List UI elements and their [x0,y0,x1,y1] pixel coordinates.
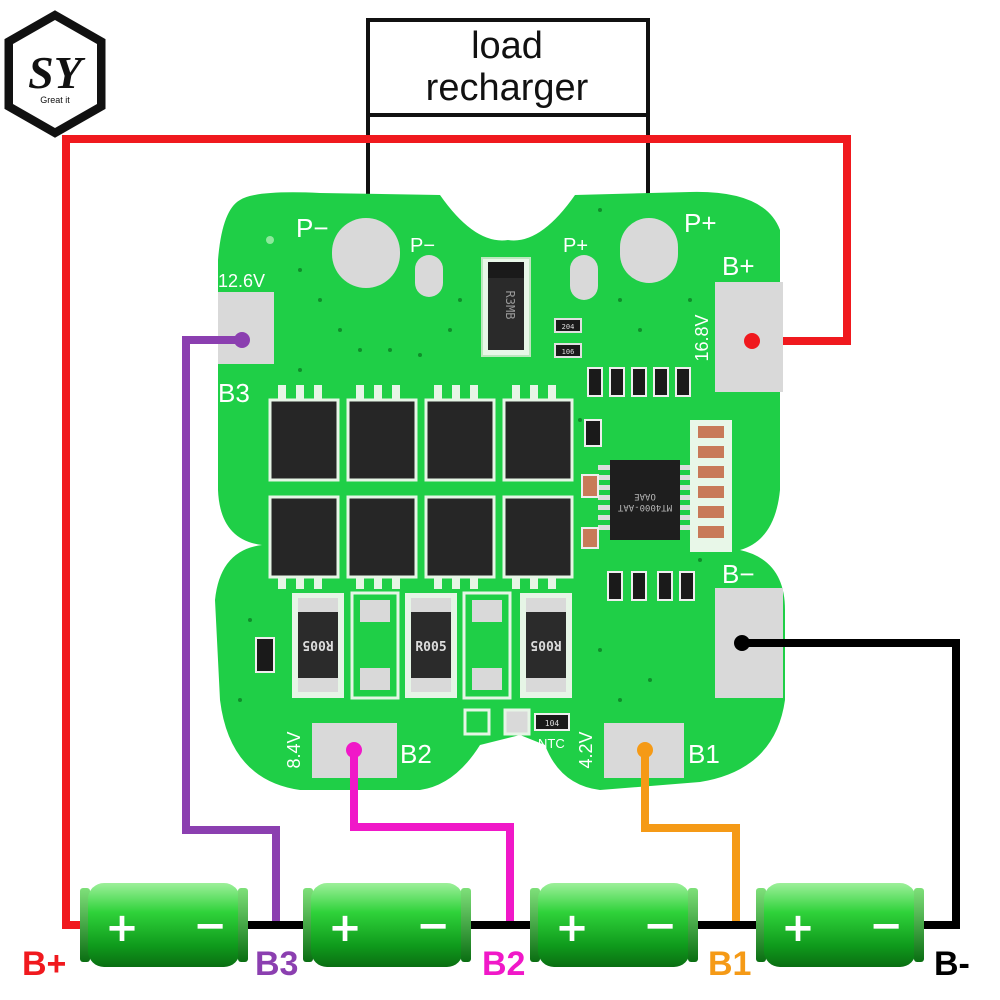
ic-marking-line1: MT4000-AAT [617,502,672,512]
smd-resistor-row [584,367,691,447]
mosfet-array [268,398,574,579]
voltage-label-b-plus: 16.8V [692,314,712,361]
load-label: load [471,25,543,67]
svg-text:+: + [555,905,589,951]
svg-text:104: 104 [545,719,560,728]
voltage-label-b2: 8.4V [284,731,304,768]
shunt-resistors: R005 R005 R005 [292,591,572,700]
protection-ic: MT4000-AAT OAAE [598,460,692,540]
svg-text:+: + [781,905,815,951]
wire-b3 [182,336,280,925]
brand-logo: SY Great it [4,10,106,138]
svg-text:−: − [869,903,903,949]
ntc-thermistor: 104 NTC [534,713,570,751]
capacitor-column [581,420,732,552]
pad-label-p-minus: P− [296,213,329,243]
svg-text:−: − [643,903,677,949]
smd-106: 106 [554,343,582,358]
pad-label-b2: B2 [400,739,432,769]
terminal-label-b2: B2 [482,945,525,983]
svg-text:−: − [416,903,450,949]
wire-b-plus [62,135,851,925]
pad-label-p-plus: P+ [684,208,717,238]
svg-text:204: 204 [562,323,575,331]
pad-label-b-plus: B+ [722,251,755,281]
shunt-r2-marking: R005 [415,640,446,655]
logo-letters: SY [28,47,86,98]
pad-label-b1: B1 [688,739,720,769]
ntc-label: NTC [538,736,565,751]
svg-text:−: − [193,903,227,949]
pad-label-p-minus-small: P− [410,235,435,257]
wire-b1 [641,750,740,925]
recharger-label: recharger [426,67,589,109]
shunt-r1-marking: R005 [302,637,333,652]
shunt-r3-marking: R005 [530,637,561,652]
pad-b3 [218,292,274,364]
terminal-label-b1: B1 [708,945,751,983]
battery-cell-1: + − [80,883,248,967]
terminal-label-b-minus: B- [934,945,970,983]
diode-marking: R3MB [503,291,517,320]
diode-component: R3MB [481,257,531,357]
ic-marking-line2: OAAE [634,491,656,501]
wire-b2 [350,750,514,925]
logo-tagline: Great it [40,95,70,105]
pad-label-b-minus: B− [722,559,755,589]
battery-cell-3: + − [530,883,698,967]
voltage-label-b1: 4.2V [576,731,596,768]
voltage-label-b3: 12.6V [218,271,265,291]
battery-cell-4: + − [756,883,924,967]
svg-text:106: 106 [562,348,575,356]
smd-lower-row [607,571,695,601]
pad-label-b3: B3 [218,378,250,408]
smd-204: 204 [554,318,582,333]
svg-text:+: + [328,905,362,951]
terminal-label-b3: B3 [255,945,298,983]
battery-cell-2: + − [303,883,471,967]
pad-label-p-plus-small: P+ [563,235,588,257]
pcb-board: P− P− P+ P+ R3MB 204 106 [215,191,785,790]
terminal-label-b-plus: B+ [22,945,66,983]
svg-text:+: + [105,905,139,951]
